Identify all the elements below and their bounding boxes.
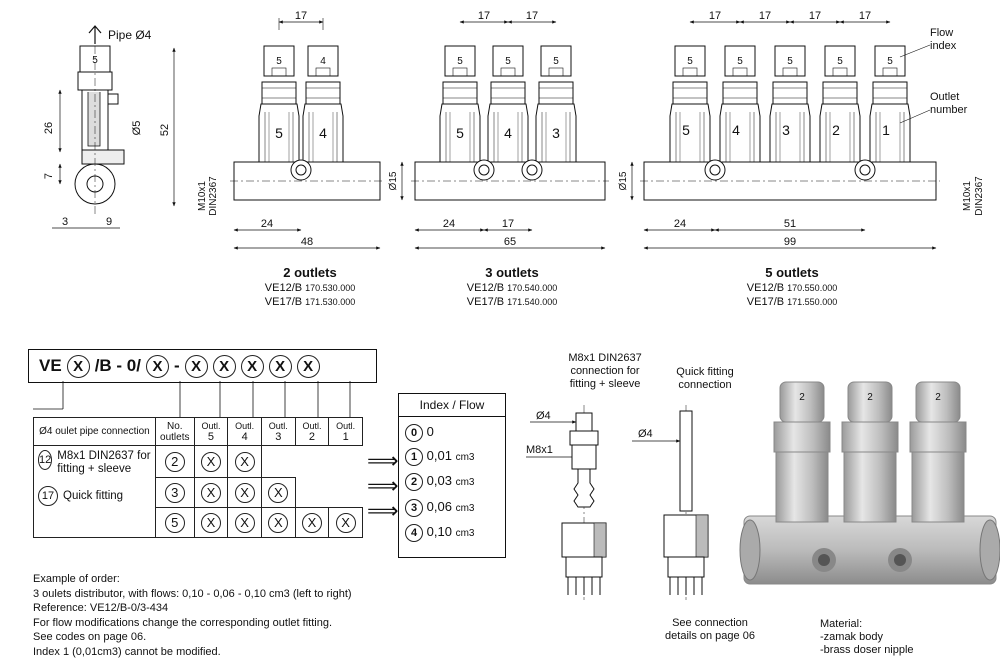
svg-text:Ø4: Ø4 (536, 410, 551, 422)
svg-text:17: 17 (526, 10, 538, 22)
drawing-2-outlets: 5 4 5 4 17 24 48 M10x1 DIN2367 (197, 10, 384, 250)
thread-label: M10x1 (197, 181, 208, 211)
svg-text:17: 17 (478, 10, 490, 22)
svg-text:Ø15: Ø15 (618, 171, 629, 190)
side-view: Pipe Ø4 5 26 7 Ø5 52 3 9 (43, 25, 176, 229)
outlet-number: 5 (456, 125, 464, 141)
material-note: Material: -zamak body -brass doser nippl… (820, 618, 914, 656)
svg-text:Ø15: Ø15 (388, 171, 399, 190)
flow-index: 4 (320, 56, 326, 67)
pipe-label: Pipe Ø4 (108, 28, 152, 42)
dim-7: 7 (43, 173, 55, 179)
svg-text:17: 17 (759, 10, 771, 22)
svg-text:3: 3 (782, 122, 790, 138)
svg-text:Ø4: Ø4 (638, 428, 653, 440)
svg-text:M10x1: M10x1 (962, 181, 973, 211)
svg-text:5: 5 (887, 56, 893, 67)
order-notes: Example of order: 3 oulets distributor, … (33, 573, 352, 658)
svg-text:5: 5 (737, 56, 743, 67)
drawing-5-outlets: 5 5 5 5 5 5 4 3 2 1 17 17 17 17 24 51 99… (618, 10, 985, 250)
dim-offset: 24 (261, 218, 273, 230)
svg-text:17: 17 (809, 10, 821, 22)
flow-row-4: 4 0,10 cm3 (405, 520, 499, 546)
svg-text:5: 5 (457, 56, 463, 67)
drawing-3-outlets: 5 5 5 5 4 3 17 17 24 17 65 Ø15 (388, 10, 609, 250)
flow-row-3: 3 0,06 cm3 (405, 495, 499, 521)
svg-text:5: 5 (505, 56, 511, 67)
flow-row-0: 0 0 (405, 420, 499, 444)
svg-text:M8x1: M8x1 (526, 444, 553, 456)
connection-drawings: Ø4 M8x1 Ø4 (526, 405, 709, 600)
dim-length: 48 (301, 236, 313, 248)
order-code-box: VE X /B - 0/ X - X X X X X (28, 349, 377, 383)
order-prefix: VE (39, 356, 62, 375)
arrows: ⟹ ⟹ ⟹ (367, 448, 399, 523)
outlet-number: 4 (504, 125, 512, 141)
flow-row-2: 2 0,03 cm3 (405, 469, 499, 495)
order-sep: /B - 0/ (94, 356, 141, 375)
outlet-number: 3 (552, 125, 560, 141)
svg-text:51: 51 (784, 218, 796, 230)
quick-fitting-drawing: Ø4 (632, 405, 709, 600)
svg-text:2: 2 (832, 122, 840, 138)
config-table: Ø4 oulet pipe connection No. outlets Out… (33, 417, 363, 538)
m8-connection-title: M8x1 DIN2637 connection for fitting + sl… (568, 352, 642, 390)
svg-text:5: 5 (837, 56, 843, 67)
index-flow-box: Index / Flow 0 0 1 0,01 cm3 2 0,03 cm3 3… (398, 393, 506, 558)
index-flow-title: Index / Flow (399, 394, 505, 417)
product-photo: 2 2 2 (739, 381, 1000, 585)
svg-text:65: 65 (504, 236, 516, 248)
caption-2-outlets: 2 outlets VE12/B 170.530.000 VE17/B 171.… (264, 265, 356, 309)
m8-fitting-drawing: Ø4 M8x1 (526, 405, 607, 600)
flow-index: 5 (276, 56, 282, 67)
thread-label-std: DIN2367 (208, 176, 219, 216)
svg-text:24: 24 (674, 218, 686, 230)
svg-text:5: 5 (553, 56, 559, 67)
outlet-number: 4 (319, 125, 327, 141)
svg-text:4: 4 (732, 122, 740, 138)
outlet-number: 5 (275, 125, 283, 141)
svg-text:17: 17 (502, 218, 514, 230)
placeholder-x: X (145, 354, 169, 378)
svg-text:99: 99 (784, 236, 796, 248)
technical-drawings: Pipe Ø4 5 26 7 Ø5 52 3 9 5 4 5 4 (43, 10, 985, 250)
flow-row-1: 1 0,01 cm3 (405, 444, 499, 470)
svg-text:5: 5 (687, 56, 693, 67)
dim-52: 52 (159, 124, 171, 136)
svg-text:5: 5 (682, 122, 690, 138)
svg-text:2: 2 (867, 392, 873, 403)
dim-d5: Ø5 (131, 121, 143, 136)
dim-9: 9 (106, 216, 112, 228)
code-connectors (33, 381, 351, 417)
quick-connection-title: Quick fitting connection (676, 366, 734, 391)
side-flow-index: 5 (92, 55, 98, 66)
caption-5-outlets: 5 outlets VE12/B 170.550.000 VE17/B 171.… (746, 265, 838, 309)
svg-text:1: 1 (882, 122, 890, 138)
see-connection-note: See connection details on page 06 (665, 617, 755, 642)
svg-text:24: 24 (443, 218, 455, 230)
svg-text:2: 2 (799, 392, 805, 403)
dim-26: 26 (43, 122, 55, 134)
svg-text:17: 17 (709, 10, 721, 22)
placeholder-x: X (66, 354, 90, 378)
svg-text:5: 5 (787, 56, 793, 67)
svg-text:DIN2367: DIN2367 (974, 176, 985, 216)
pipe-options: 12 M8x1 DIN2637 for fitting + sleeve 17 … (33, 445, 156, 538)
svg-text:2: 2 (935, 392, 941, 403)
dim-3: 3 (62, 216, 68, 228)
dim-pitch: 17 (295, 10, 307, 22)
caption-3-outlets: 3 outlets VE12/B 170.540.000 VE17/B 171.… (466, 265, 558, 309)
svg-text:17: 17 (859, 10, 871, 22)
